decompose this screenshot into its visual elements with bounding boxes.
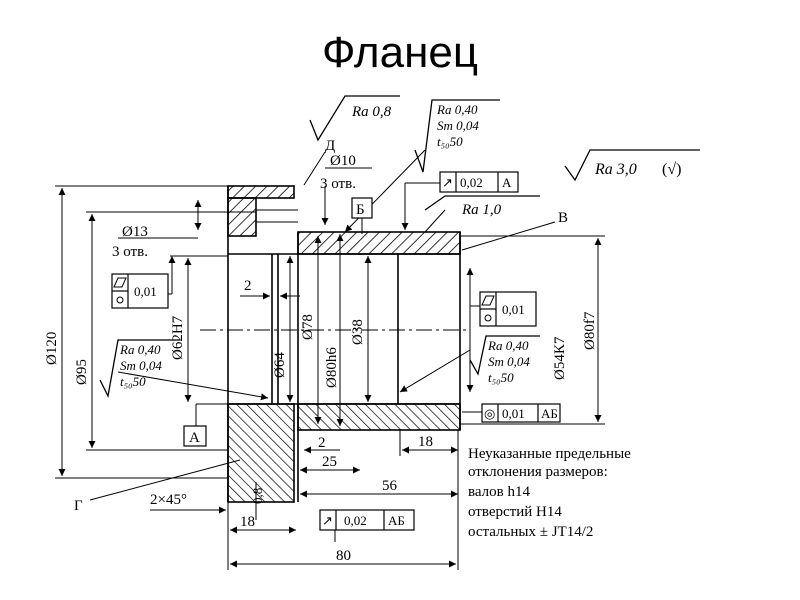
runout-bottom-symbol: ↗ [322,513,333,528]
note-line-5: остальных ± JT14/2 [468,524,593,540]
lower-flange-section [227,403,295,503]
ra-3-0: Ra 3,0 [594,161,637,178]
left-block-sm: Sm 0,04 [120,358,162,373]
runout-top-datum: А [502,175,512,190]
dim-d64: Ø64 [272,352,288,378]
note-line-1: Неуказанные предельные [468,446,631,462]
runout-bottom-datum: АБ [388,513,405,528]
lower-hub-section [297,403,461,431]
note-line-2: отклонения размеров: [468,464,608,480]
datum-letters: Д Б В А Г [74,138,568,514]
feature-control-frames [111,171,561,531]
upper-hub-section [297,231,461,255]
dim-18-right: 18 [418,434,433,450]
right-block-ra: Ra 0,40 [487,338,529,353]
coax-datum: АБ [541,406,558,421]
dim-d10: Ø10 [330,153,356,169]
dim-d54k7: Ø54К7 [552,336,568,380]
general-notes: Неуказанные предельные отклонения размер… [468,446,631,540]
roughness-labels: Ra 0,8 Ra 1,0 Ra 3,0 (√) Ra 0,40 Sm 0,04… [119,102,681,389]
flatness-left-value: 0,01 [134,284,157,299]
upper-flange-section [227,185,295,199]
dim-25: 25 [322,454,337,470]
top-block-sm: Sm 0,04 [437,118,479,133]
dim-chamfer: 2×45° [150,492,187,508]
dim-holes-3: 3 отв. [112,244,148,260]
dim-d120: Ø120 [44,332,60,365]
letter-a: А [189,430,200,446]
top-block-t: t₅₀50 [437,134,463,149]
letter-g: Г [74,498,83,514]
roughness-symbols [99,95,700,399]
general-roughness-mark: (√) [662,161,681,178]
ra-0-8: Ra 0,8 [351,104,392,120]
dim-80: 80 [336,548,351,564]
dim-18-left: 18 [240,514,255,530]
runout-top-symbol: ↗ [442,175,453,190]
dim-2-upper: 2 [244,278,252,294]
dim-56: 56 [382,478,398,494]
runout-top-value: 0,02 [460,175,483,190]
page-title: Фланец [321,28,479,77]
tolerance-labels: ↗ 0,02 А 0,01 0,01 ◎ 0,01 АБ ↗ 0,02 АБ [134,175,558,528]
dim-d80h6: Ø80h6 [324,347,340,388]
dim-holes-3b: 3 отв. [320,176,356,192]
coax-symbol: ◎ [484,406,495,421]
dim-d38: Ø38 [350,319,366,345]
coax-value: 0,01 [502,406,525,421]
datum-b-box [351,197,373,219]
ra-1-0: Ra 1,0 [461,202,502,218]
flatness-symbols [113,277,495,322]
datum-a-box [183,425,207,447]
coaxiality-frame [481,403,561,423]
runout-frame-bottom [319,509,415,531]
dim-d78: Ø78 [300,314,316,340]
top-block-ra: Ra 0,40 [436,102,478,117]
left-block-t: t₅₀50 [120,374,146,389]
right-block-t: t₅₀50 [488,370,514,385]
note-line-4: отверстий H14 [468,504,562,520]
dim-d95: Ø95 [74,359,90,385]
letter-d: Д [325,138,335,154]
flatness-right-value: 0,01 [502,302,525,317]
left-block-ra: Ra 0,40 [119,342,161,357]
right-block-sm: Sm 0,04 [488,354,530,369]
letter-b: Б [356,202,365,218]
dimension-lines [55,149,605,570]
note-line-3: валов h14 [468,484,530,500]
dim-d80f7: Ø80f7 [582,311,598,350]
dim-d13: Ø13 [122,224,148,240]
dim-0-8: 0,8 [250,488,265,504]
runout-bottom-value: 0,02 [344,513,367,528]
part-geometry [200,185,470,503]
dim-2-lower: 2 [318,435,326,451]
dim-d62h7: Ø62Н7 [170,315,186,360]
letter-v: В [558,210,568,226]
dimension-labels: Ø120 Ø95 Ø13 3 отв. Ø62Н7 Ø64 Ø78 Ø80h6 … [44,153,598,564]
